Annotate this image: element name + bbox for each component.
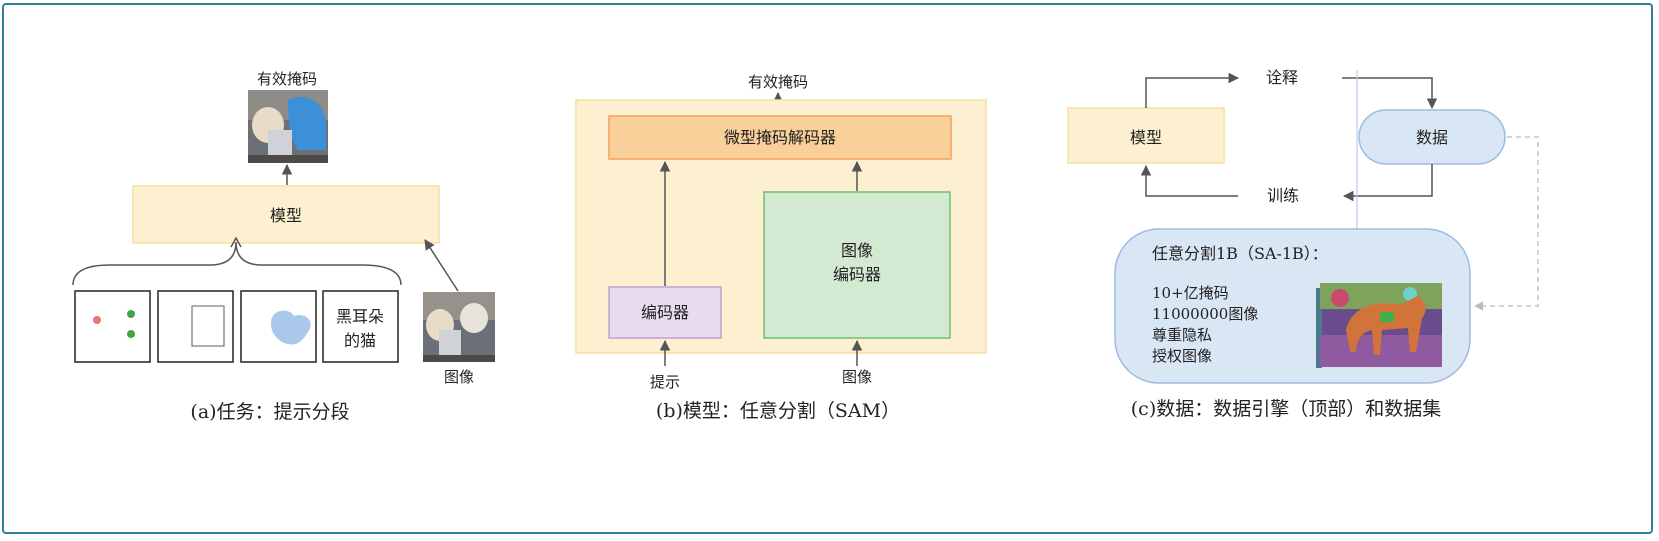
panel-a-model-box bbox=[132, 185, 440, 244]
panel-b-image-label: 图像 bbox=[842, 368, 872, 386]
mask-decoder-label: 微型掩码解码器 bbox=[724, 128, 836, 147]
dataset-item-2: 11000000图像 bbox=[1152, 305, 1258, 323]
panel-a-caption: (a)任务：提示分段 bbox=[190, 401, 349, 423]
arrow-data-to-train bbox=[1342, 164, 1433, 202]
prompt-text-line2: 的猫 bbox=[344, 331, 376, 350]
arrow-annotate-to-data bbox=[1342, 77, 1438, 110]
panel-b-prompt-label: 提示 bbox=[650, 373, 680, 391]
arrow-train-to-model bbox=[1140, 164, 1238, 197]
panel-a-input-image bbox=[423, 292, 495, 362]
arrow-model-to-annotate bbox=[1145, 72, 1240, 108]
prompt-points-box bbox=[74, 290, 151, 363]
dataset-sample-image bbox=[1316, 283, 1442, 368]
panel-a-output-image bbox=[248, 90, 328, 163]
panel-b: 有效掩码 微型掩码解码器 图像 编码器 编码器 提示 图像 (b)模型：任意分割… bbox=[575, 73, 987, 422]
image-encoder-label-line1: 图像 bbox=[841, 241, 873, 260]
panel-b-output-label: 有效掩码 bbox=[748, 73, 808, 91]
dataset-item-3: 尊重隐私 bbox=[1152, 326, 1212, 344]
dataset-item-4: 授权图像 bbox=[1152, 347, 1212, 365]
panel-c-model-label: 模型 bbox=[1130, 128, 1162, 147]
mask-blob-icon bbox=[270, 310, 311, 345]
panel-a: 有效掩码 模型 黑耳朵 的猫 bbox=[72, 70, 495, 423]
point-green-2 bbox=[127, 330, 135, 338]
panel-c-model-box bbox=[1067, 107, 1225, 164]
prompt-encoder-label: 编码器 bbox=[641, 303, 689, 322]
panel-a-model-label: 模型 bbox=[270, 206, 302, 225]
mask-decoder-box bbox=[608, 115, 952, 160]
data-label: 数据 bbox=[1416, 128, 1448, 147]
prompt-text-line1: 黑耳朵 bbox=[336, 307, 384, 326]
panel-c-caption: (c)数据：数据引擎（顶部）和数据集 bbox=[1131, 398, 1441, 420]
bounding-box-icon bbox=[191, 305, 225, 347]
prompt-brace bbox=[72, 241, 402, 286]
arrow-image-to-model-a bbox=[424, 239, 459, 292]
panel-a-image-label: 图像 bbox=[444, 368, 474, 386]
point-green-1 bbox=[127, 310, 135, 318]
dataset-item-1: 10+亿掩码 bbox=[1152, 284, 1229, 302]
prompt-encoder-box bbox=[608, 286, 722, 339]
annotate-label: 诠释 bbox=[1266, 68, 1298, 87]
panel-c: 模型 数据 诠释 训练 任意分割1B（SA-1B）： 10+亿掩码 110000… bbox=[1067, 68, 1539, 420]
dataset-title: 任意分割1B（SA-1B）： bbox=[1152, 244, 1328, 263]
image-encoder-box bbox=[763, 191, 951, 339]
panel-a-output-label: 有效掩码 bbox=[257, 70, 317, 88]
panel-b-caption: (b)模型：任意分割（SAM） bbox=[656, 400, 900, 422]
train-label: 训练 bbox=[1267, 186, 1299, 205]
image-encoder-label-line2: 编码器 bbox=[833, 265, 881, 284]
prompt-text-box bbox=[322, 290, 399, 363]
point-red bbox=[93, 316, 101, 324]
